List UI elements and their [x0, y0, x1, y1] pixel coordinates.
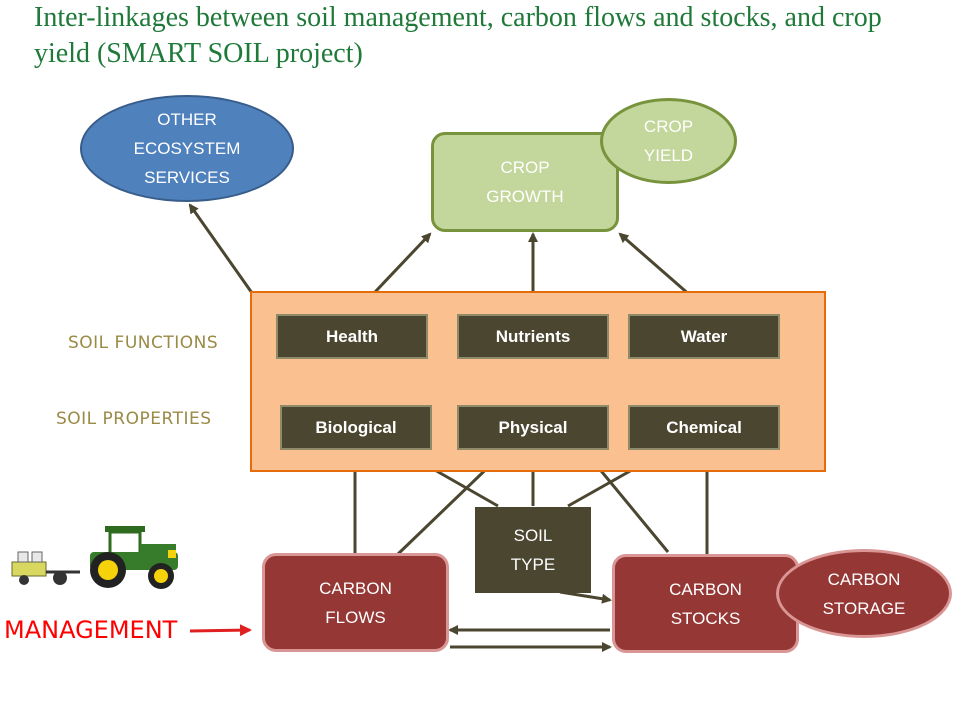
carbon-storage-node: CARBON STORAGE [776, 549, 952, 638]
carbon-stocks-node: CARBON STOCKS [612, 554, 799, 653]
carbon-stocks-line-1: CARBON [669, 579, 742, 599]
arrow-soiltype-to-stocks [559, 590, 612, 604]
water-node: Water [628, 314, 780, 359]
crop-yield-line-2: YIELD [643, 146, 694, 165]
other-ecosystem-services-node: OTHER ECOSYSTEM SERVICES [80, 95, 294, 202]
carbon-stocks-line-2: STOCKS [670, 608, 741, 628]
health-node: Health [276, 314, 428, 359]
soil-properties-label: SOIL PROPERTIES [56, 409, 212, 429]
chemical-node: Chemical [628, 405, 780, 450]
physical-node: Physical [457, 405, 609, 450]
ecosystem-line-3: SERVICES [144, 168, 230, 187]
tractor-icon [11, 526, 178, 589]
crop-growth-line-2: GROWTH [486, 187, 564, 206]
carbon-storage-line-2: STORAGE [822, 598, 906, 618]
arrow-management [189, 624, 252, 637]
crop-growth-line-1: CROP [500, 158, 550, 177]
soil-type-line-2: TYPE [510, 555, 556, 574]
crop-growth-node: CROP GROWTH [431, 132, 619, 232]
crop-yield-line-1: CROP [643, 117, 694, 136]
arrow-panel-to-ecosystem [188, 203, 254, 294]
page-title: Inter-linkages between soil management, … [34, 2, 882, 69]
carbon-flows-line-2: FLOWS [325, 607, 386, 627]
nutrients-node: Nutrients [457, 314, 609, 359]
ecosystem-line-2: ECOSYSTEM [133, 139, 241, 158]
carbon-storage-line-1: CARBON [827, 569, 901, 589]
carbon-flows-line-1: CARBON [319, 578, 392, 598]
soil-type-line-1: SOIL [513, 526, 553, 545]
management-label: MANAGEMENT [4, 616, 178, 644]
soil-functions-label: SOIL FUNCTIONS [68, 333, 219, 353]
soil-type-node: SOIL TYPE [475, 507, 591, 593]
carbon-flows-node: CARBON FLOWS [262, 553, 449, 652]
ecosystem-line-1: OTHER [157, 110, 217, 129]
biological-node: Biological [280, 405, 432, 450]
crop-yield-node: CROP YIELD [600, 98, 737, 184]
